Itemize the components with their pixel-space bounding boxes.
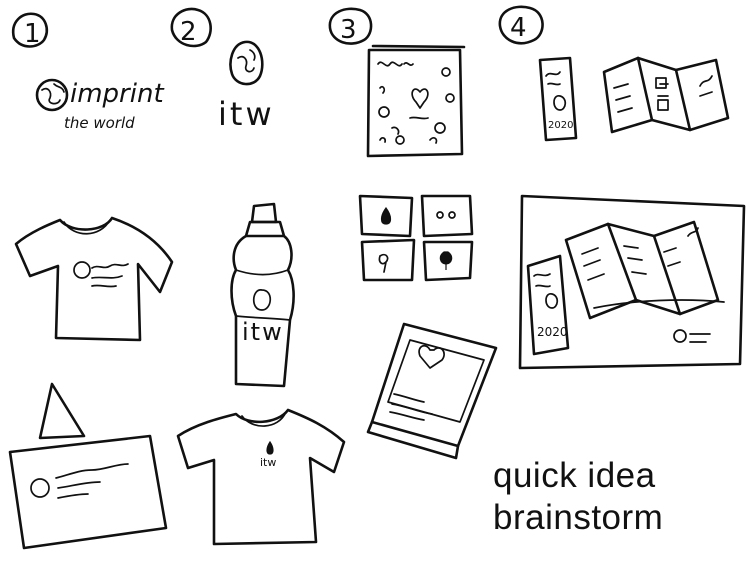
drop-icon [266, 440, 274, 455]
egg-globe-icon [252, 289, 272, 311]
globe-icon [73, 261, 91, 279]
heart-icon [411, 88, 429, 109]
logo-tagline: the world [64, 114, 135, 132]
imprint-the-world-logo: imprint the world [35, 78, 164, 132]
bottle-logo-text: itw [242, 318, 284, 346]
number-4-label: 4 [510, 13, 527, 43]
heart-icon [418, 344, 445, 369]
number-1-label: 1 [24, 19, 41, 49]
tshirt-chest-logo: itw [176, 408, 346, 546]
logo-word-imprint: imprint [70, 79, 164, 109]
itw-logo: itw [218, 40, 275, 133]
sprout-icon [378, 253, 389, 273]
globe-icon [673, 329, 687, 343]
pattern-card [366, 44, 466, 158]
caption-line-1: quick idea [493, 456, 656, 495]
dots-icon [436, 211, 444, 219]
shirt-logo-text: itw [260, 456, 276, 469]
tshirt-front-logo [14, 216, 174, 342]
water-bottle: itw [230, 202, 295, 388]
egg-globe-icon [229, 40, 264, 86]
logo-short-text: itw [218, 95, 275, 133]
caption-line-2: brainstorm [493, 498, 664, 537]
globe-icon [30, 478, 50, 498]
number-2-label: 2 [180, 17, 197, 47]
concept-number-2: 2 [170, 7, 212, 48]
mini-poster-year: 2020 [548, 120, 573, 131]
mini-brochure [602, 56, 730, 134]
concept-number-3: 3 [328, 7, 373, 45]
icon-tiles [358, 194, 474, 282]
flag-banner [8, 382, 168, 550]
phone-mockup [366, 322, 498, 460]
panel-poster [526, 254, 570, 356]
caption: quick idea brainstorm [493, 455, 663, 539]
globe-icon [35, 78, 69, 112]
drop-icon [380, 206, 392, 225]
number-3-label: 3 [340, 15, 357, 45]
brochure-display-panel: 2020 [518, 194, 746, 370]
panel-poster-year: 2020 [537, 325, 568, 339]
concept-number-1: 1 [11, 12, 48, 49]
leaf-icon [439, 251, 453, 270]
mini-poster: 2020 [538, 56, 578, 142]
concept-number-4: 4 [498, 5, 544, 45]
